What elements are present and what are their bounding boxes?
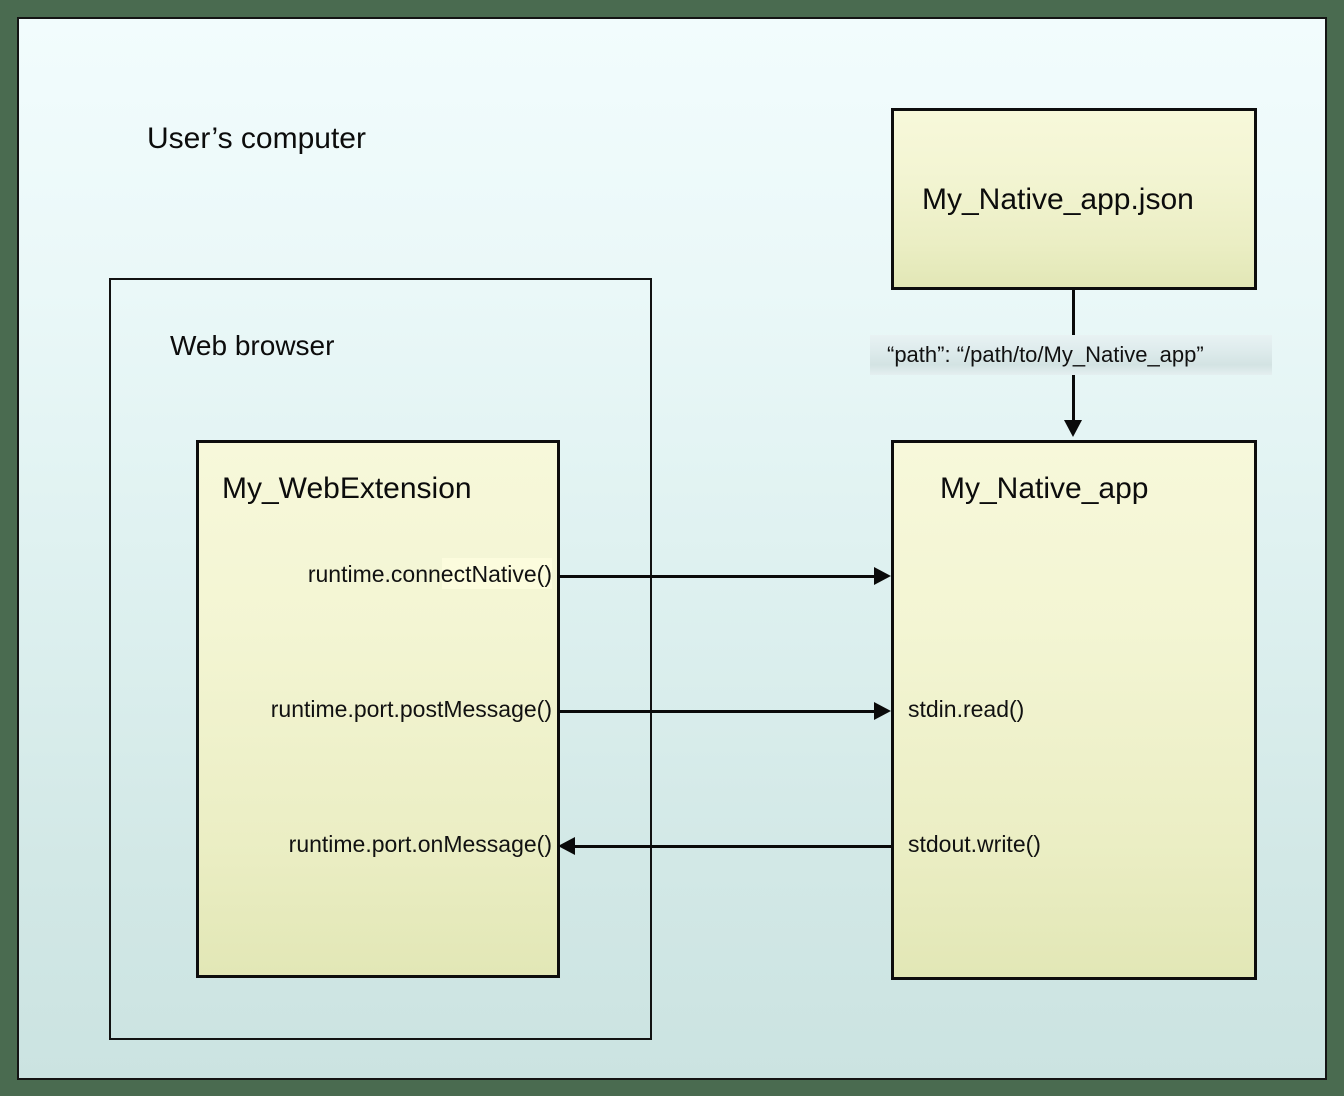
call-stdout-write-label: stdout.write() — [908, 831, 1041, 857]
webextension-box — [196, 440, 560, 978]
connect-native-highlight — [442, 558, 552, 589]
users-computer-label: User’s computer — [147, 122, 366, 155]
manifest-json-title: My_Native_app.json — [922, 183, 1194, 216]
web-browser-label: Web browser — [170, 330, 335, 361]
path-annotation-band — [870, 335, 1272, 375]
arrowhead-left-icon — [558, 837, 575, 855]
arrowhead-down-icon — [1064, 420, 1082, 437]
connector-connect-native — [559, 575, 879, 578]
call-stdin-read-label: stdin.read() — [908, 696, 1025, 722]
webextension-title: My_WebExtension — [222, 472, 472, 505]
connector-path-to-nativeapp — [1072, 375, 1075, 423]
call-on-message-label: runtime.port.onMessage() — [288, 831, 552, 857]
call-connect-native-wrap: runtime.connectNative() — [199, 563, 552, 589]
manifest-json-box — [891, 108, 1257, 290]
nativeapp-title: My_Native_app — [940, 472, 1149, 505]
call-on-message-wrap: runtime.port.onMessage() — [199, 833, 552, 859]
nativeapp-box — [891, 440, 1257, 980]
call-connect-native-label: runtime.connectNative() — [307, 561, 552, 587]
connector-on-message — [575, 845, 891, 848]
web-browser-container — [109, 278, 652, 1040]
connector-manifest-to-path — [1072, 290, 1075, 336]
arrowhead-right-icon — [874, 702, 891, 720]
diagram-canvas: User’s computer Web browser My_Native_ap… — [17, 17, 1327, 1080]
arrowhead-right-icon — [874, 567, 891, 585]
path-annotation-text: “path”: “/path/to/My_Native_app” — [887, 342, 1204, 367]
call-post-message-wrap: runtime.port.postMessage() — [199, 698, 552, 724]
call-post-message-label: runtime.port.postMessage() — [270, 696, 552, 722]
connector-post-message — [559, 710, 879, 713]
